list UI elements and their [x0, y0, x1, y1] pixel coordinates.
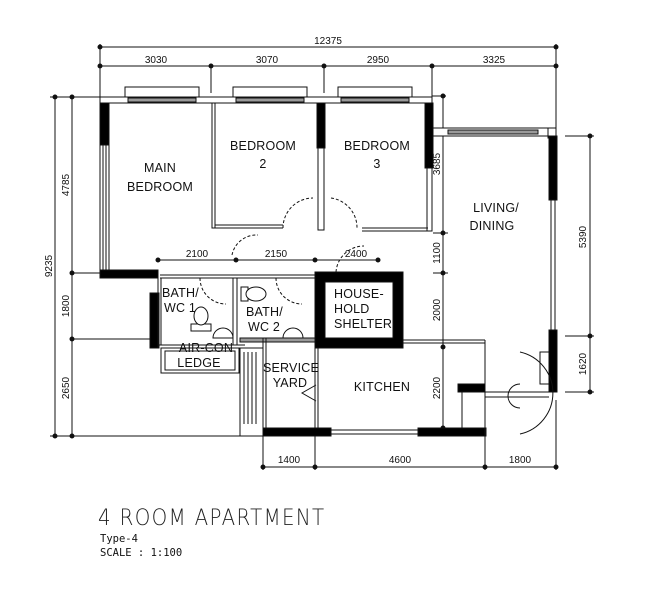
dim-top-3: 2950 [367, 55, 390, 66]
label-aircon-2: LEDGE [177, 356, 220, 370]
label-living-2: DINING [470, 219, 515, 233]
label-bath2-2: WC 2 [248, 320, 280, 334]
dim-inner-v-3: 2000 [432, 298, 443, 321]
door-swings [199, 197, 554, 435]
dim-top-4: 3325 [483, 55, 506, 66]
label-bedroom3-1: BEDROOM [344, 139, 410, 153]
fixtures [190, 286, 317, 402]
dim-bottom-1: 1400 [278, 455, 301, 466]
dim-inner-v-4: 2200 [432, 376, 443, 399]
dim-inner-v-1: 3685 [432, 152, 443, 175]
label-bedroom2-1: BEDROOM [230, 139, 296, 153]
label-bath1-1: BATH/ [162, 286, 199, 300]
label-shelter-2: HOLD [334, 302, 370, 316]
label-shelter-3: SHELTER [334, 317, 392, 331]
label-bedroom3-2: 3 [373, 157, 380, 171]
room-labels: MAIN BEDROOM BEDROOM 2 BEDROOM 3 LIVING/… [127, 139, 519, 394]
dim-bottom-2: 4600 [389, 455, 412, 466]
label-bath1-2: WC 1 [164, 301, 196, 315]
label-aircon-1: AIR-CON [179, 341, 233, 355]
dim-left-2: 1800 [61, 294, 72, 317]
dim-right-1: 5390 [578, 225, 589, 248]
top-dimension-lines [97, 44, 559, 135]
dim-inner-h-1: 2100 [186, 249, 209, 260]
label-kitchen: KITCHEN [354, 380, 410, 394]
label-bedroom2-2: 2 [259, 157, 266, 171]
dim-right-2: 1620 [578, 352, 589, 375]
left-dimension-lines [50, 94, 240, 439]
dim-left-3: 2650 [61, 376, 72, 399]
label-service-yard-2: YARD [273, 376, 308, 390]
dim-bottom-3: 1800 [509, 455, 532, 466]
plan-title: 4 ROOM APARTMENT [98, 506, 326, 531]
label-main-bedroom-2: BEDROOM [127, 180, 193, 194]
label-living-1: LIVING/ [473, 201, 519, 215]
label-service-yard-1: SERVICE [263, 361, 319, 375]
dim-left-1: 4785 [61, 173, 72, 196]
dim-top-1: 3030 [145, 55, 168, 66]
label-shelter-1: HOUSE- [334, 287, 384, 301]
label-main-bedroom-1: MAIN [144, 161, 176, 175]
dim-inner-h-3: 2400 [345, 249, 368, 260]
dim-inner-h-2: 2150 [265, 249, 288, 260]
dim-inner-v-2: 1100 [432, 242, 443, 264]
dim-left-overall: 9235 [44, 254, 55, 277]
plan-scale: SCALE : 1:100 [100, 547, 183, 559]
label-bath2-1: BATH/ [246, 305, 283, 319]
dim-top-2: 3070 [256, 55, 279, 66]
top-windows [99, 86, 433, 104]
dim-overall-width: 12375 [314, 36, 342, 47]
plan-type: Type-4 [100, 533, 138, 545]
walls [99, 102, 558, 437]
